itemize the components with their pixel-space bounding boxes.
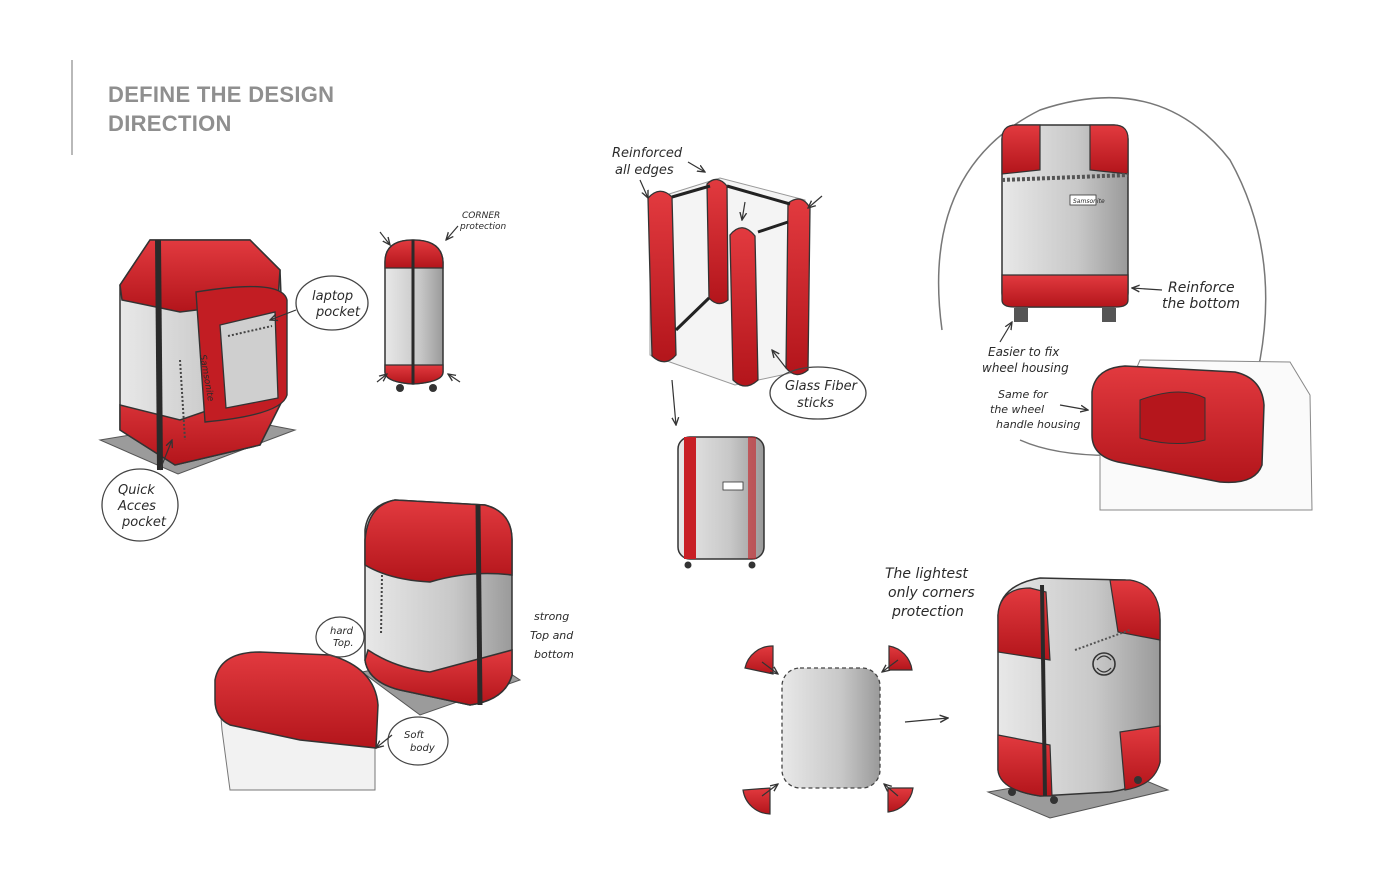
corner-arrow-c xyxy=(761,784,778,797)
corner-arrow-br xyxy=(448,374,461,383)
final-wheel-2 xyxy=(1050,796,1058,804)
sketch-slim-trolley: CORNER protection xyxy=(376,211,506,392)
final-wheel-3 xyxy=(1134,776,1142,784)
edge-arrow-top xyxy=(687,161,705,172)
corner-to-result-arrow xyxy=(904,718,948,722)
rear-case-badge xyxy=(1069,194,1097,206)
rear-case-bottom-band xyxy=(1001,274,1129,308)
final-corner-br xyxy=(1119,725,1161,791)
page-title-line1: DEFINE THE DESIGN xyxy=(108,82,335,107)
frame-edge-right xyxy=(785,198,811,376)
backpack-strap xyxy=(155,239,163,471)
handle-housing-note: Same for the wheel handle housing xyxy=(990,388,1080,431)
rear-case-wheel-left xyxy=(1014,308,1028,322)
wheel-housing-note: Easier to fix wheel housing xyxy=(982,345,1069,375)
frame-stick-bottom xyxy=(674,296,711,332)
final-corner-tl xyxy=(997,587,1051,661)
sketch-backpack: Samsonite laptop pocket Quick Acces pock… xyxy=(98,239,369,542)
laptop-pocket-panel xyxy=(219,311,279,409)
glass-fiber-arrow xyxy=(772,350,787,369)
sketch-hard-top: hard Top. Soft body strong Top and botto… xyxy=(214,499,577,791)
corner-piece-bl xyxy=(742,787,771,815)
corner-arrow-tr xyxy=(446,225,459,240)
result-wheel-left xyxy=(684,561,692,569)
sketch-frame-result xyxy=(677,436,765,569)
edge-arrow-mid xyxy=(742,201,745,220)
corner-arrow-a xyxy=(761,661,778,674)
frame-stick-mid xyxy=(757,220,789,234)
quick-access-bubble xyxy=(101,468,179,542)
glass-fiber-note: Glass Fiber sticks xyxy=(785,379,861,411)
soft-body-note: Soft body xyxy=(404,730,436,754)
result-body xyxy=(677,436,765,560)
reinforce-bottom-arrow xyxy=(1132,288,1163,290)
frame-edge-back xyxy=(706,178,729,305)
final-case-seam xyxy=(1040,584,1047,797)
handle-housing-arrow xyxy=(1059,404,1088,410)
sketch-corners: The lightest only corners protection xyxy=(742,566,1170,819)
rear-case-wheel-right xyxy=(1102,308,1116,322)
title-rule xyxy=(71,60,73,155)
sketch-frame: Reinforced all edges Glass Fiber sticks xyxy=(612,146,867,425)
quick-access-zipper xyxy=(179,359,186,441)
corner-protection-note: CORNER protection xyxy=(459,211,506,232)
reinforced-edges-note: Reinforced all edges xyxy=(612,146,686,178)
laptop-pocket-note: laptop pocket xyxy=(312,289,361,320)
soft-body-arrow xyxy=(376,734,393,748)
hardtop-top-shell xyxy=(364,499,513,583)
final-case-zipper xyxy=(1074,629,1131,651)
trolley-wheel-left xyxy=(396,384,404,392)
trolley-wheel-right xyxy=(429,384,437,392)
corner-piece-tl xyxy=(744,645,774,675)
strong-note: strong Top and bottom xyxy=(530,610,577,661)
frame-stick-top xyxy=(671,184,711,199)
corner-body xyxy=(781,667,881,789)
glass-fiber-bubble xyxy=(769,366,867,420)
hardtop-detail-cap xyxy=(214,651,379,749)
laptop-pocket-bubble xyxy=(295,275,369,331)
frame-edge-left xyxy=(647,190,677,363)
final-corner-tr xyxy=(1109,579,1161,641)
quick-access-note: Quick Acces pocket xyxy=(117,483,167,530)
reinforce-bottom-note: Reinforce the bottom xyxy=(1162,280,1240,312)
final-corner-bl xyxy=(997,734,1053,797)
frame-stick-top-right xyxy=(726,184,791,206)
corner-arrow-tl xyxy=(379,231,390,245)
edge-arrow-left xyxy=(639,179,648,198)
rear-case-corner-tl xyxy=(1001,124,1041,175)
page-title: DEFINE THE DESIGN DIRECTION xyxy=(108,80,334,138)
result-badge xyxy=(722,481,744,491)
hard-top-note: hard Top. xyxy=(330,626,356,649)
hardtop-bottom-shell xyxy=(364,648,513,706)
wheel-housing-arrow xyxy=(999,322,1012,343)
rear-case-zipper xyxy=(1001,173,1129,182)
corner-arrow-bl xyxy=(376,374,387,383)
final-wheel-1 xyxy=(1008,788,1016,796)
frame-edge-front xyxy=(729,227,759,387)
laptop-pocket-arrow xyxy=(270,309,297,320)
corner-arrow-d xyxy=(884,784,899,797)
final-case-logo-mark xyxy=(1096,655,1112,673)
corner-arrow-b xyxy=(882,659,899,672)
result-wheel-right xyxy=(748,561,756,569)
edge-arrow-right xyxy=(808,195,823,208)
frame-to-result-arrow xyxy=(672,379,676,425)
corner-piece-tr xyxy=(888,645,913,671)
laptop-pocket-zipper xyxy=(227,325,273,337)
quick-access-arrow xyxy=(159,440,172,471)
rear-case-corner-tr xyxy=(1089,124,1129,175)
page-title-line2: DIRECTION xyxy=(108,111,232,136)
final-case-logo xyxy=(1092,652,1116,676)
soft-body-bubble xyxy=(387,716,449,766)
hard-top-bubble xyxy=(315,616,365,658)
hardtop-strap xyxy=(475,504,483,706)
corner-piece-br xyxy=(887,787,914,813)
rear-case-badge-text: Samsonite xyxy=(1073,198,1105,205)
handle-housing-recess xyxy=(1139,391,1206,445)
sketch-bottom-reinforce: Samsonite Reinforce the bottom Easier to… xyxy=(937,96,1313,511)
lightest-note: The lightest only corners protection xyxy=(885,566,979,620)
